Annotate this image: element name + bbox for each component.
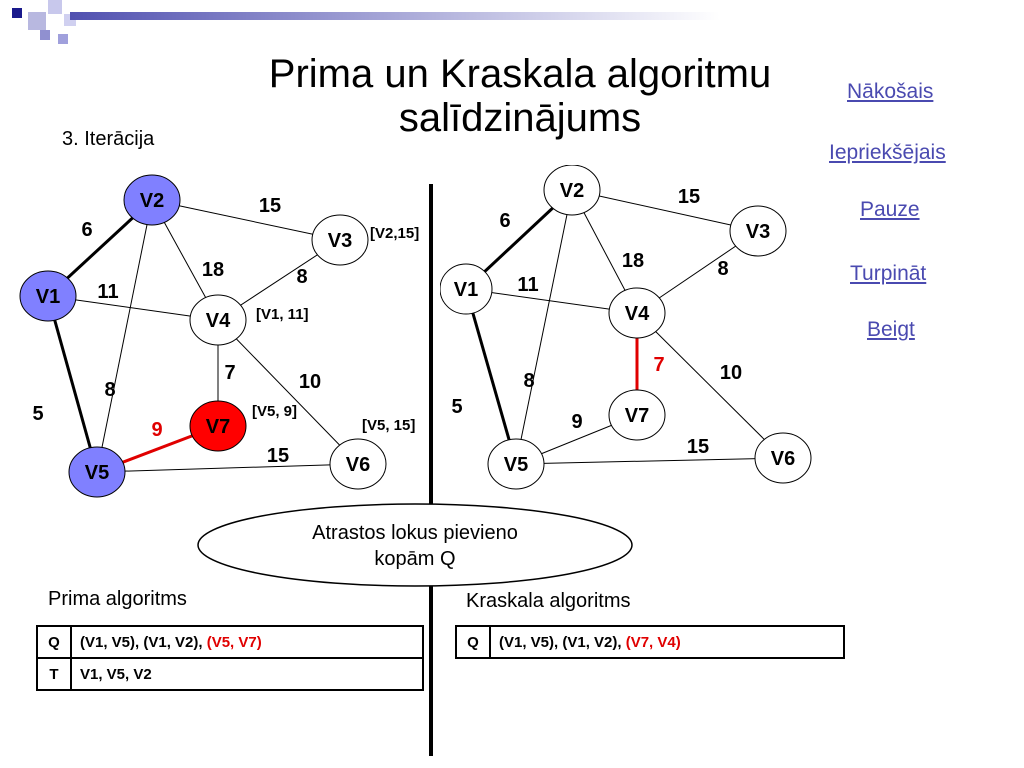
edge-v1-v4	[47, 295, 219, 321]
kruskal-caption: Kraskala algoritms	[466, 590, 631, 612]
weight-v5-v6: 15	[687, 436, 709, 458]
weight-v1-v4: 11	[517, 274, 538, 296]
prim-t-value: V1, V5, V2	[70, 657, 424, 691]
kruskal-q-cell: (V1, V5), (V1, V2), (V7, V4)	[489, 625, 845, 659]
weight-v1-v2: 6	[499, 210, 510, 232]
prim-caption: Prima algoritms	[48, 588, 187, 610]
annotation-v4: [V1, 11]	[256, 306, 309, 323]
edge-v4-v6	[636, 312, 784, 459]
node-label-v1: V1	[454, 279, 478, 301]
node-v7	[189, 400, 247, 452]
node-label-v6: V6	[771, 448, 795, 470]
edge-v5-v6	[96, 463, 359, 473]
node-v6	[329, 438, 387, 490]
weight-v2-v3: 15	[259, 195, 281, 217]
node-label-v2: V2	[140, 190, 164, 212]
edge-v2-v5	[96, 199, 153, 473]
continue-link[interactable]: Turpināt	[850, 262, 927, 285]
prim-graph: V2 V1 V3 V4 V5 V7 V6 6 11 5 15 18 8 8 7 …	[19, 174, 419, 498]
weight-v5-v7: 9	[571, 411, 582, 433]
weight-v3-v4: 8	[296, 266, 307, 288]
kruskal-q-value: (V1, V5), (V1, V2),	[499, 633, 626, 651]
node-v1	[19, 270, 77, 322]
edge-v1-v5	[464, 288, 518, 465]
node-v5	[68, 446, 126, 498]
weight-v1-v5: 5	[451, 396, 462, 418]
kruskal-table: Q (V1, V5), (V1, V2), (V7, V4)	[455, 625, 845, 659]
table-row: Q (V1, V5), (V1, V2), (V5, V7)	[36, 625, 424, 659]
edge-v1-v5	[46, 295, 99, 473]
weight-v1-v2: 6	[81, 219, 92, 241]
end-link[interactable]: Beigt	[867, 318, 915, 341]
next-link[interactable]: Nākošais	[847, 80, 934, 103]
weight-v5-v6: 15	[267, 445, 289, 467]
node-label-v3: V3	[746, 221, 770, 243]
weight-v2-v4: 18	[622, 250, 644, 272]
node-v3	[729, 205, 787, 257]
kruskal-q-label: Q	[455, 625, 491, 659]
node-label-v5: V5	[504, 454, 528, 476]
weight-v1-v4: 11	[97, 281, 118, 303]
edge-v1-v4	[465, 288, 638, 314]
edge-v2-v3	[151, 199, 341, 241]
weight-v4-v6: 10	[720, 362, 742, 384]
annotation-v3: [V2,15]	[370, 225, 419, 242]
annotation-v7: [V5, 9]	[252, 403, 297, 420]
node-v7	[608, 389, 666, 441]
annotation-v6: [V5, 15]	[362, 417, 415, 434]
node-label-v4: V4	[625, 303, 650, 325]
weight-v4-v6: 10	[299, 371, 321, 393]
prim-q-cell: (V1, V5), (V1, V2), (V5, V7)	[70, 625, 424, 659]
prim-t-label: T	[36, 657, 72, 691]
kruskal-graph: V2 V1 V3 V4 V5 V7 V6 6 11 5 15 18 8 8 7 …	[440, 165, 812, 490]
header-decoration	[12, 0, 720, 44]
edge-v4-v6	[217, 319, 359, 465]
prim-q-highlight: (V5, V7)	[206, 633, 262, 651]
node-label-v6: V6	[346, 454, 370, 476]
node-label-v3: V3	[328, 230, 352, 252]
node-label-v2: V2	[560, 180, 584, 202]
node-v1	[440, 263, 493, 315]
weight-v2-v4: 18	[202, 259, 224, 281]
weight-v2-v5: 8	[523, 370, 534, 392]
weight-v4-v7: 7	[653, 354, 664, 376]
prim-q-value: (V1, V5), (V1, V2),	[80, 633, 207, 651]
node-label-v7: V7	[625, 405, 649, 427]
node-v4	[608, 287, 666, 339]
prim-q-label: Q	[36, 625, 72, 659]
weight-v4-v7: 7	[224, 362, 235, 384]
weight-v2-v5: 8	[104, 379, 115, 401]
weight-v2-v3: 15	[678, 186, 700, 208]
edge-v2-v3	[571, 189, 759, 232]
node-v2	[543, 165, 601, 216]
weight-v5-v7: 9	[151, 419, 162, 441]
node-label-v1: V1	[36, 286, 60, 308]
node-v2	[123, 174, 181, 226]
node-v4	[189, 294, 247, 346]
previous-link[interactable]: Iepriekšējais	[829, 141, 946, 164]
prim-table: Q (V1, V5), (V1, V2), (V5, V7) T V1, V5,…	[36, 625, 424, 691]
pause-link[interactable]: Pauze	[860, 198, 920, 221]
center-divider	[429, 184, 433, 756]
node-v3	[311, 214, 369, 266]
node-label-v4: V4	[206, 310, 231, 332]
weight-v1-v5: 5	[32, 403, 43, 425]
note-ellipse	[197, 503, 633, 587]
table-row: Q (V1, V5), (V1, V2), (V7, V4)	[455, 625, 845, 659]
edge-v2-v5	[515, 189, 573, 465]
node-v5	[487, 438, 545, 490]
node-label-v7: V7	[206, 416, 230, 438]
node-v6	[754, 432, 812, 484]
table-row: T V1, V5, V2	[36, 657, 424, 691]
edge-v5-v6	[515, 457, 784, 465]
kruskal-q-highlight: (V7, V4)	[625, 633, 681, 651]
node-label-v5: V5	[85, 462, 109, 484]
weight-v3-v4: 8	[717, 258, 728, 280]
iteration-label: 3. Iterācija	[62, 128, 155, 150]
